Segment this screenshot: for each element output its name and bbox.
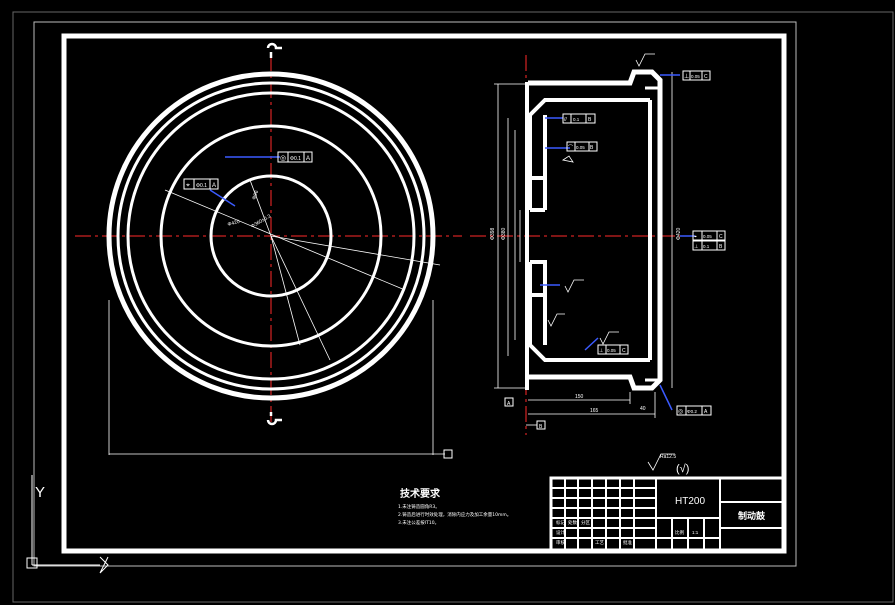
- tech-req-3: 3.未注公差按IT10。: [398, 519, 439, 526]
- tech-req-1: 1.未注铸造圆角R3。: [398, 503, 440, 510]
- section-inner-profile: [528, 98, 652, 362]
- dim-leader-4: [270, 235, 441, 266]
- svg-text:0.1: 0.1: [573, 117, 580, 122]
- tolerance-frame-section-4[interactable]: ⌖ 0.05 C: [692, 230, 726, 241]
- section-outer-profile: [528, 69, 663, 391]
- tolerance-frame-section-6[interactable]: ⊥ 0.05 C: [597, 344, 629, 355]
- dim-leader-5: [270, 235, 301, 346]
- part-name-label: 制动鼓: [738, 510, 766, 522]
- svg-text:(√): (√): [676, 463, 689, 475]
- tolerance-frame-front-1[interactable]: ◎ Φ0.1 A: [277, 151, 313, 163]
- tolerance-frame-section-7[interactable]: ◎ Φ0.2 A: [676, 405, 712, 416]
- svg-text:⌖: ⌖: [694, 234, 697, 240]
- sec-dim-2: Φ380: [501, 227, 507, 240]
- svg-text:分区: 分区: [581, 519, 590, 526]
- ucs-y-label: Y: [35, 484, 45, 501]
- sec-dim-5: 150: [575, 394, 584, 400]
- svg-text://: //: [564, 117, 567, 123]
- drawing-inner-border[interactable]: [61, 33, 787, 554]
- svg-text:A: A: [507, 401, 511, 407]
- tolerance-frame-section-2[interactable]: // 0.1 B: [562, 113, 596, 124]
- svg-text:⌒: ⌒: [568, 145, 573, 151]
- sec-dim-1: Φ398: [490, 227, 496, 240]
- svg-text:B: B: [539, 424, 543, 430]
- dim-leader-1: [164, 189, 406, 291]
- svg-text:批准: 批准: [623, 539, 632, 546]
- tolerance-frame-section-5[interactable]: ⊥ 0.1 B: [692, 240, 726, 251]
- svg-text:标记: 标记: [556, 519, 565, 526]
- front-dim-2: Φ360±0.3: [250, 213, 272, 229]
- svg-text:工艺: 工艺: [595, 540, 604, 546]
- svg-text:C: C: [704, 74, 708, 80]
- front-view-hub-bore: [209, 174, 333, 298]
- tolerance-frame-front-2[interactable]: ⌖ Φ0.1 A: [183, 178, 219, 190]
- svg-text:比例: 比例: [675, 529, 684, 536]
- svg-text:审核: 审核: [556, 539, 565, 546]
- svg-text:⌖: ⌖: [186, 182, 190, 189]
- general-roughness: Ra12.5 (√): [647, 453, 689, 475]
- front-view-drum-inner: [159, 124, 383, 348]
- front-view-ring-3: [126, 91, 416, 381]
- section-view[interactable]: Φ398 Φ380 Φ420 165 150 40 A B ⊥ 0.05 C: [470, 53, 726, 435]
- svg-text:⊥: ⊥: [684, 73, 689, 80]
- datum-symbol-bottom: [266, 412, 282, 426]
- svg-text:C: C: [622, 348, 626, 354]
- roughness-marks: [547, 53, 655, 345]
- tolerance-frame-section-1[interactable]: ⊥ 0.05 C: [682, 70, 711, 81]
- section-hub-wall: [528, 115, 547, 345]
- svg-text:⊥: ⊥: [599, 348, 603, 354]
- svg-text:A: A: [212, 183, 216, 189]
- svg-text:◎: ◎: [678, 409, 683, 415]
- svg-text:0.05: 0.05: [576, 145, 585, 150]
- svg-text:A: A: [704, 409, 708, 415]
- svg-text:0.05: 0.05: [703, 234, 712, 239]
- front-dim-3: Φ420: [227, 219, 241, 228]
- front-view-outer-flange: [106, 71, 436, 401]
- tech-req-title: 技术要求: [400, 487, 441, 500]
- svg-text:处数: 处数: [568, 519, 577, 526]
- svg-text:1:1: 1:1: [692, 530, 699, 535]
- svg-text:B: B: [590, 145, 594, 151]
- svg-text:0.1: 0.1: [703, 244, 710, 249]
- title-block-grid: [551, 478, 784, 550]
- svg-text:◎: ◎: [280, 155, 286, 162]
- front-view-ring-2: [116, 81, 426, 391]
- sec-dim-6: 40: [640, 406, 646, 412]
- svg-text:B: B: [719, 244, 723, 250]
- dim-leader-3: [249, 179, 272, 237]
- dim-leader-2: [270, 235, 331, 361]
- svg-text:Φ0.1: Φ0.1: [290, 156, 301, 162]
- svg-text:⊥: ⊥: [694, 244, 698, 250]
- drawing-outer-border: [33, 21, 797, 567]
- section-dim-lines: [494, 72, 673, 418]
- datum-box-front[interactable]: [443, 449, 453, 459]
- tech-req-2: 2.铸造后进行时效处理，消除内应力及加工余量10mm。: [398, 511, 511, 518]
- svg-text:C: C: [719, 234, 723, 240]
- datum-symbol-top: [266, 42, 282, 58]
- sec-dim-3: Φ420: [676, 227, 682, 240]
- title-block[interactable]: HT200 制动鼓 标记 处数 分区 设计 审核 工艺 批准 比例 1:1: [549, 476, 786, 552]
- svg-text:0.05: 0.05: [607, 348, 616, 353]
- svg-text:B: B: [588, 117, 592, 123]
- viewport-border: [12, 11, 894, 603]
- leader-blue-2: [209, 189, 236, 207]
- ucs-icon: [26, 475, 109, 574]
- svg-text:Φ0.1: Φ0.1: [196, 183, 207, 189]
- svg-text:A: A: [306, 156, 310, 162]
- front-dim-1: Φ96: [251, 189, 260, 200]
- svg-text:设计: 设计: [556, 529, 565, 536]
- section-blue-leaders: [540, 74, 695, 411]
- tolerance-frame-section-3[interactable]: ⌒ 0.05 B: [566, 141, 598, 152]
- front-view[interactable]: Φ96 Φ360±0.3 Φ420 ◎ Φ0.1 A ⌖ Φ0.1 A: [75, 42, 462, 459]
- svg-text:Ra12.5: Ra12.5: [660, 454, 676, 460]
- svg-text:Φ0.2: Φ0.2: [687, 409, 697, 414]
- sec-dim-4: 165: [590, 408, 599, 414]
- svg-text:0.05: 0.05: [691, 74, 700, 79]
- datum-box-section-1[interactable]: [504, 397, 514, 407]
- technical-requirements: 技术要求 1.未注铸造圆角R3。 2.铸造后进行时效处理，消除内应力及加工余量1…: [398, 487, 511, 526]
- material-label: HT200: [675, 496, 705, 507]
